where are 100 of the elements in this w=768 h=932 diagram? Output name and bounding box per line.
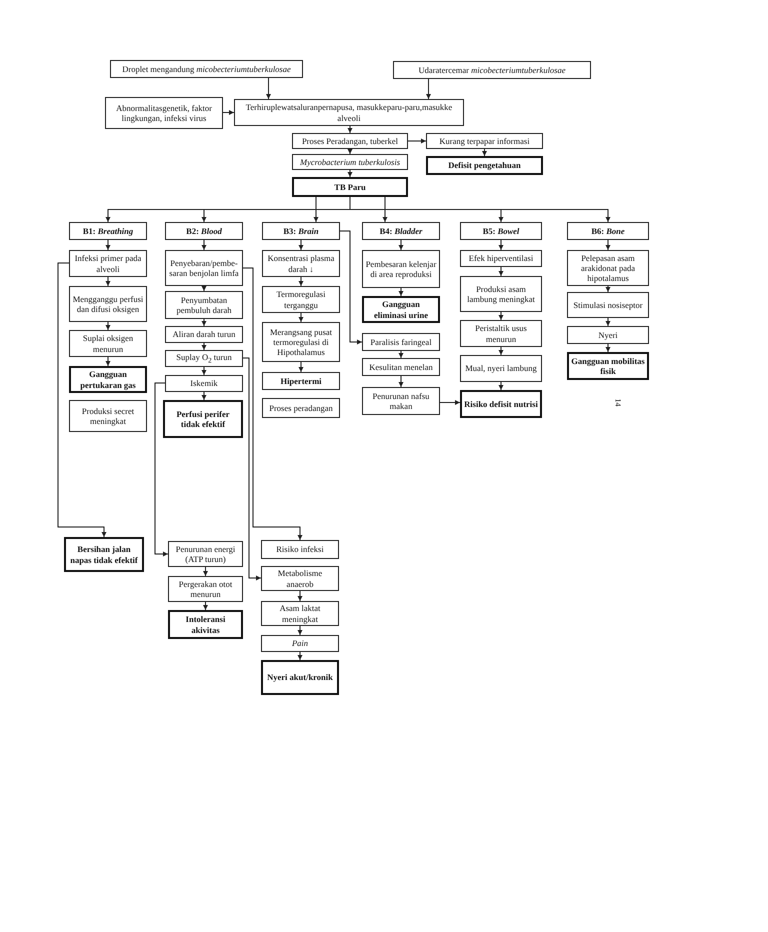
arrow: [202, 286, 206, 292]
node-text: Aliran darah turun: [172, 329, 236, 340]
process-box: [262, 322, 340, 362]
node-text: Risiko defisit nutrisi: [464, 398, 538, 409]
page-number: 14: [614, 398, 622, 406]
node-text: Pain: [292, 638, 308, 648]
node-text: B5: Bowel: [482, 226, 520, 236]
process-box: [105, 97, 223, 129]
node-text: Penurunan energi (ATP turun): [174, 544, 236, 564]
process-box: [426, 133, 543, 149]
arrow: [398, 288, 404, 296]
node-text: Terhiruplewatsaluranpernapusa, masukkeparu-paru,masukke alveoli: [244, 102, 454, 123]
process-box: [460, 320, 542, 347]
process-box: [426, 156, 543, 175]
process-box: [262, 250, 340, 277]
node-text: Intoleransi akivitas: [184, 614, 226, 635]
node-text: B6: Bone: [591, 226, 625, 236]
arrow: [202, 318, 206, 326]
node-text: Proses peradangan: [269, 402, 333, 413]
node-text: Metabolisme anaerob: [276, 568, 324, 589]
node-text: Produksi asam lambung meningkat: [466, 284, 536, 304]
node-text: Penurunan nafsu makan: [372, 390, 430, 412]
arrow: [350, 196, 610, 222]
process-box: [64, 537, 144, 572]
process-box: [567, 326, 649, 344]
process-box: [69, 366, 147, 393]
node-text: Mual, nyeri lambung: [465, 363, 537, 374]
process-box: [567, 352, 649, 380]
process-box: [110, 60, 303, 78]
node-text: Peristaltik usus menurun: [474, 323, 528, 344]
process-box: [460, 355, 542, 382]
node-text: Asam laktat meningkat: [278, 603, 322, 624]
arrow: [202, 392, 206, 400]
arrow: [202, 366, 206, 376]
arrow: [266, 78, 271, 100]
arrow: [348, 148, 352, 154]
arrow: [398, 376, 404, 388]
process-box: [69, 222, 147, 240]
process-box: [168, 610, 243, 639]
arrow: [348, 126, 352, 134]
arrow: [203, 602, 208, 610]
arrow: [106, 240, 110, 250]
process-box: [362, 222, 440, 240]
arrow: [106, 356, 110, 366]
arrow: [242, 268, 302, 540]
process-box: [393, 61, 591, 79]
arrow: [482, 148, 487, 156]
node-text: Mycrobacterium tuberkulosis: [300, 156, 400, 167]
process-box: [165, 250, 243, 286]
node-text: Penyumbatan pembuluh darah: [176, 294, 232, 316]
process-box: [168, 576, 243, 602]
arrow: [106, 276, 110, 286]
process-box: [261, 635, 339, 652]
process-box: [234, 99, 464, 126]
node-text: Termoregulasi terganggu: [276, 289, 326, 310]
node-text: Gangguan eliminasi urine: [372, 299, 430, 320]
arrow: [298, 590, 302, 602]
arrow: [298, 362, 304, 372]
arrow: [340, 230, 362, 344]
process-box: [261, 566, 339, 591]
arrow: [242, 358, 262, 580]
node-text: Merangsang pusat termoregulasi di Hipothalamus: [268, 326, 334, 358]
process-box: [362, 250, 440, 288]
process-box: [567, 292, 649, 318]
arrow: [606, 240, 610, 250]
process-box: [362, 296, 440, 323]
node-text: Proses Peradangan, tuberkel: [302, 136, 398, 146]
node-text: Produksi secret meningkat: [80, 406, 136, 426]
process-box: [262, 286, 340, 313]
arrow: [498, 346, 504, 356]
node-text: B1: Breathing: [82, 226, 134, 236]
arrow: [58, 262, 106, 538]
node-text: Gangguan pertukaran gas: [79, 369, 137, 390]
node-text: Pergerakan otot menurun: [178, 578, 234, 600]
node-text: Gangguan mobilitas fisik: [571, 356, 645, 376]
node-text: B3: Brain: [283, 226, 319, 236]
arrow: [222, 110, 234, 115]
arrow: [314, 196, 318, 222]
node-text: Defisit pengetahuan: [448, 160, 521, 170]
arrow: [202, 342, 206, 350]
process-box: [292, 177, 408, 197]
process-box: [165, 222, 243, 240]
process-box: [460, 276, 542, 312]
process-box: [261, 660, 339, 695]
process-box: [292, 133, 408, 149]
arrow: [606, 286, 610, 292]
process-box: [460, 390, 542, 418]
arrow: [498, 312, 504, 320]
arrow: [202, 240, 206, 250]
process-box: [362, 358, 440, 376]
process-box: [262, 372, 340, 390]
process-box: [292, 154, 408, 170]
node-text: B4: Bladder: [380, 226, 422, 236]
node-text: TB Paru: [334, 182, 366, 192]
process-box: [69, 330, 147, 357]
process-box: [168, 541, 243, 567]
process-box: [460, 250, 542, 267]
arrow: [498, 240, 504, 250]
arrow: [498, 266, 504, 276]
node-text: Nyeri: [598, 330, 618, 340]
